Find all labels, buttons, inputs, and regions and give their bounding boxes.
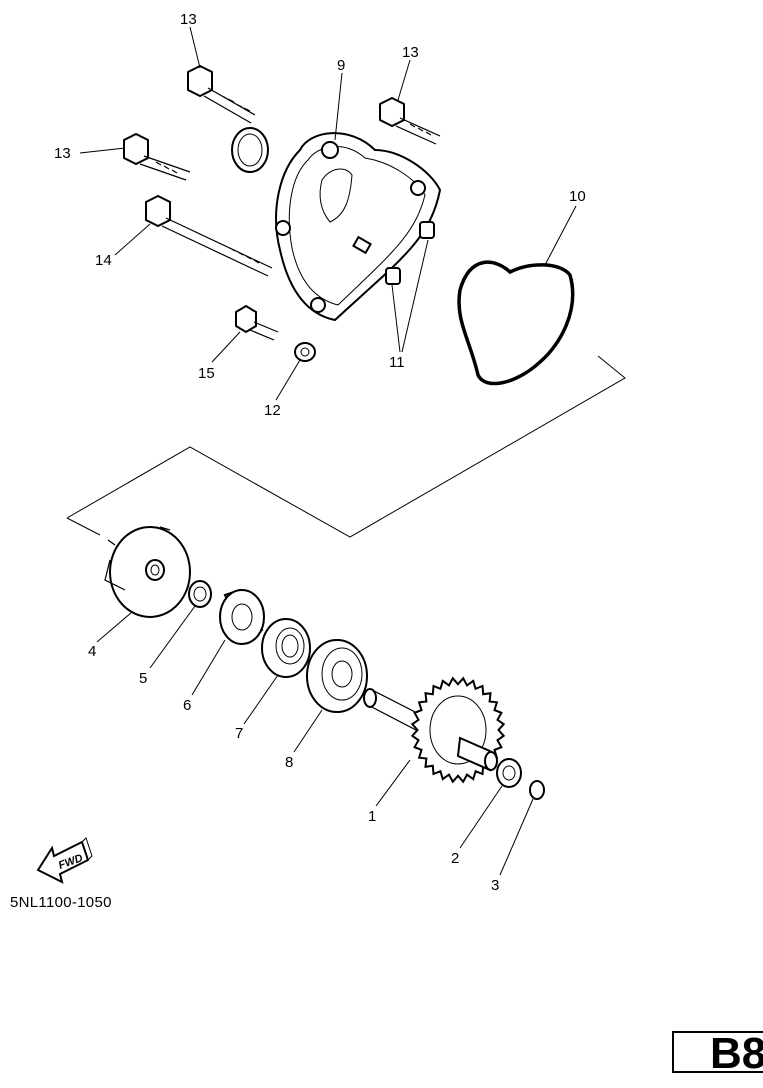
bearing-7 (261, 618, 311, 678)
page-reference: B8 (710, 1029, 763, 1078)
assembly-guide-line (66, 355, 626, 538)
callout-2: 2 (451, 850, 459, 867)
o-ring-10 (457, 260, 575, 386)
impeller-4 (104, 526, 191, 618)
forward-arrow-icon: FWD (36, 837, 93, 884)
callout-9: 9 (337, 57, 345, 74)
callout-13: 13 (180, 11, 197, 28)
callout-6: 6 (183, 697, 191, 714)
callout-4: 4 (88, 643, 96, 660)
callout-10: 10 (569, 188, 586, 205)
seal-5 (188, 580, 212, 608)
callout-1: 1 (368, 808, 376, 825)
bolt-15 (235, 304, 279, 341)
callout-15: 15 (198, 365, 215, 382)
callout-7: 7 (235, 725, 243, 742)
callout-11: 11 (389, 354, 405, 371)
bolt-13-right (379, 96, 441, 145)
washer-12 (294, 342, 316, 362)
leader-lines (79, 26, 577, 876)
bolt-13-left (123, 132, 191, 181)
impeller-shaft-gear-1 (363, 676, 506, 784)
callout-13: 13 (402, 44, 419, 61)
diagram-part-number: 5NL1100-1050 (10, 894, 112, 911)
bolt-13-top (187, 64, 256, 124)
callout-13: 13 (54, 145, 71, 162)
assembly-guide-line (66, 517, 101, 536)
dowel-pins-11 (385, 221, 435, 285)
washer-2 (496, 758, 522, 788)
oil-seal-6 (219, 588, 265, 645)
bolt-14 (145, 194, 273, 277)
callout-3: 3 (491, 877, 499, 894)
callout-12: 12 (264, 402, 281, 419)
callout-8: 8 (285, 754, 293, 771)
water-pump-cover-9 (231, 127, 442, 322)
page-reference-box: B8 (672, 1029, 763, 1078)
callout-14: 14 (95, 252, 112, 269)
bearing-8 (306, 639, 368, 713)
circlip-3 (529, 780, 545, 800)
callout-5: 5 (139, 670, 147, 687)
